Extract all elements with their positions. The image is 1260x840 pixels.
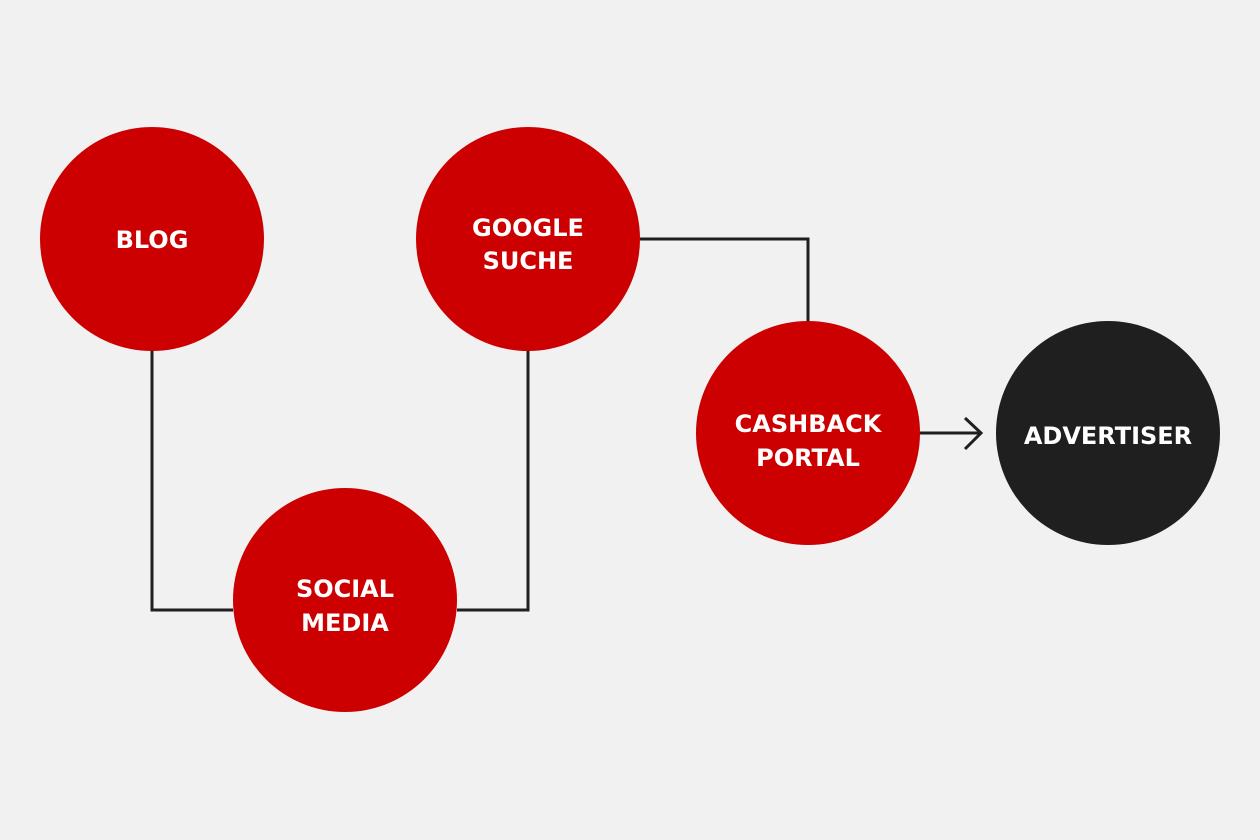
node-google-suche: GOOGLE SUCHE: [416, 127, 640, 351]
node-advertiser: ADVERTISER: [996, 321, 1220, 545]
connector-blog-social: [150, 351, 233, 612]
node-label: BLOG: [116, 226, 189, 254]
node-label: MEDIA: [301, 609, 389, 637]
node-social-media: SOCIAL MEDIA: [233, 488, 457, 712]
node-cashback-portal: CASHBACK PORTAL: [696, 321, 920, 545]
node-blog: BLOG: [40, 127, 264, 351]
node-label: CASHBACK: [735, 410, 883, 438]
node-label: ADVERTISER: [1024, 422, 1192, 450]
node-label: SUCHE: [483, 247, 574, 275]
arrow-head-icon: [963, 416, 984, 451]
node-label: GOOGLE: [472, 214, 584, 242]
connector-google-cashback: [640, 237, 810, 321]
node-label: PORTAL: [756, 444, 860, 472]
node-label: SOCIAL: [296, 575, 394, 603]
connector-social-google: [457, 351, 530, 612]
